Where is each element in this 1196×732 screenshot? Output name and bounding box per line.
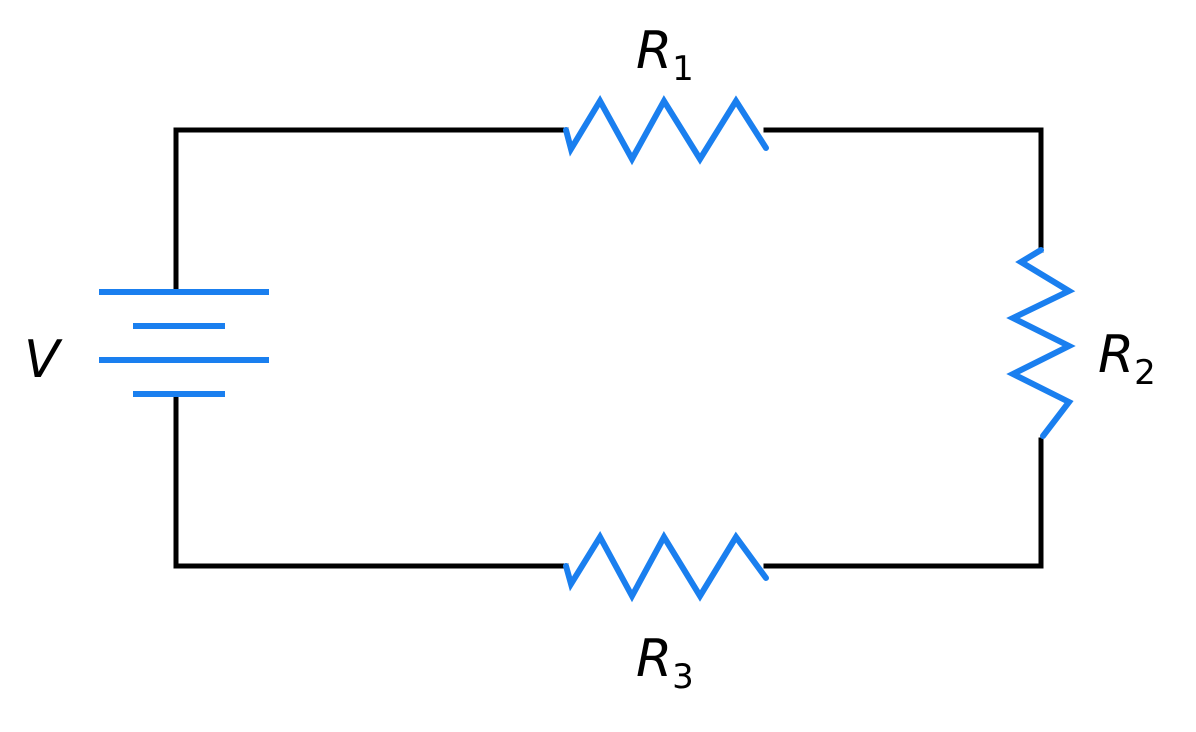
resistor-r2-subscript: 2 [1134,353,1156,393]
wires [173,127,1044,569]
resistor-r2-zigzag [1006,247,1076,439]
wire-top-left [173,127,569,295]
battery-label: V [24,330,63,390]
resistor-r3-symbol: R [636,629,672,689]
resistor-r3-label: R3 [636,629,694,697]
resistor-r1-symbol: R [636,21,672,81]
resistor-r1-subscript: 1 [672,49,694,89]
resistor-r1-zigzag [563,95,769,166]
wire-top-right [763,127,1044,253]
resistor-r3-zigzag [563,530,769,603]
resistor-r1-label: R1 [636,21,694,89]
resistor-r2-symbol: R [1098,325,1134,385]
resistor-r3-subscript: 3 [672,657,694,697]
wire-bottom-left [173,391,569,569]
resistor-r2-label: R2 [1098,325,1156,393]
wire-bottom-right [763,437,1044,569]
battery-symbol [99,289,269,397]
